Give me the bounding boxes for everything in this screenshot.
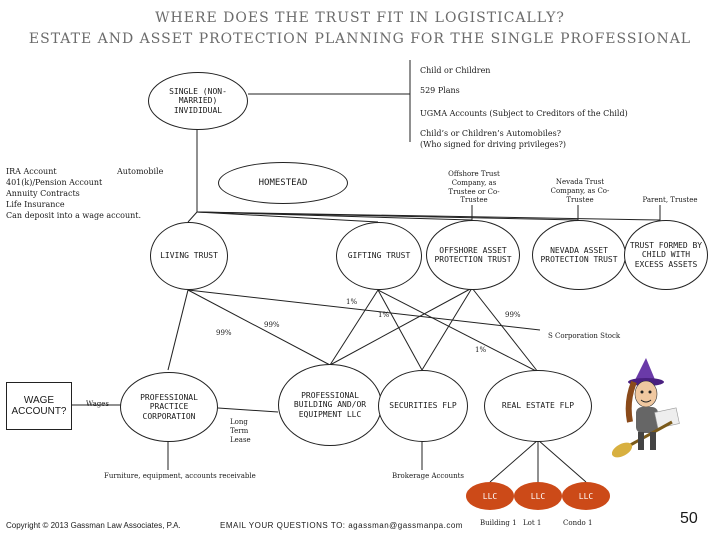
llc-circle-3: LLC xyxy=(562,482,610,510)
asset-401k: 401(k)/Pension Account xyxy=(6,178,103,187)
footer-email: EMAIL YOUR QUESTIONS TO: agassman@gassma… xyxy=(220,521,463,530)
pct-99-c: 99% xyxy=(216,329,232,337)
pct-1-c: 1% xyxy=(475,346,487,354)
llc-circle-1: LLC xyxy=(466,482,514,510)
asset-life-insurance: Life Insurance xyxy=(6,200,65,209)
nevada-trust-label: NEVADA ASSET PROTECTION TRUST xyxy=(540,245,618,264)
note-529-plans: 529 Plans xyxy=(420,86,460,95)
title-line-2: ESTATE AND ASSET PROTECTION PLANNING FOR… xyxy=(28,31,692,47)
llc-circle-3-label: LLC xyxy=(578,491,594,501)
line-re-llc3 xyxy=(537,439,587,483)
line-gifting-building xyxy=(329,289,379,366)
single-individual-label: SINGLE (NON-MARRIED) INVIDIDUAL xyxy=(169,87,227,115)
line-to-excess xyxy=(196,211,661,221)
asset-ira: IRA Account xyxy=(6,167,57,176)
line-offshore-securities xyxy=(421,287,473,371)
llc-circle-2-label: LLC xyxy=(530,491,546,501)
professional-building-llc-node: PROFESSIONAL BUILDING AND/OR EQUIPMENT L… xyxy=(278,364,382,446)
llc-circle-2: LLC xyxy=(514,482,562,510)
line-s-corp xyxy=(187,289,541,331)
pct-99-a: 99% xyxy=(505,311,521,319)
s-corp-stock-label: S Corporation Stock xyxy=(548,332,621,340)
wage-account-box: WAGE ACCOUNT? xyxy=(6,382,72,430)
furniture-label: Furniture, equipment, accounts receivabl… xyxy=(104,472,256,480)
asset-wage-deposit: Can deposit into a wage account. xyxy=(6,211,142,220)
witch-illustration xyxy=(612,358,680,458)
securities-flp-node: SECURITIES FLP xyxy=(378,370,468,442)
note-ugma: UGMA Accounts (Subject to Creditors of t… xyxy=(420,109,628,118)
living-trust-node: LIVING TRUST xyxy=(150,222,228,290)
llc-label-building: Building 1 xyxy=(480,519,517,527)
offshore-trust-node: OFFSHORE ASSET PROTECTION TRUST xyxy=(426,220,520,290)
note-parent-trustee: Parent, Trustee xyxy=(642,196,698,204)
llc-label-lot: Lot 1 xyxy=(523,519,542,527)
footer-copyright: Copyright © 2013 Gassman Law Associates,… xyxy=(6,521,181,530)
homestead-node: HOMESTEAD xyxy=(218,162,348,204)
line-to-living xyxy=(187,211,198,223)
llc-circle-1-label: LLC xyxy=(482,491,498,501)
asset-annuity: Annuity Contracts xyxy=(6,189,80,198)
note-child: Child or Children xyxy=(420,66,491,75)
offshore-trust-label: OFFSHORE ASSET PROTECTION TRUST xyxy=(434,245,512,264)
real-estate-flp-label: REAL ESTATE FLP xyxy=(501,401,575,411)
professional-building-llc-label: PROFESSIONAL BUILDING AND/OR EQUIPMENT L… xyxy=(293,391,367,419)
line-gifting-realestate xyxy=(377,289,539,373)
note-autos-subquestion: (Who signed for driving privileges?) xyxy=(420,140,566,149)
note-autos-question: Child’s or Children’s Automobiles? xyxy=(420,129,562,138)
pct-1-b: 1% xyxy=(378,311,390,319)
page-number: 50 xyxy=(680,510,698,527)
brokerage-label: Brokerage Accounts xyxy=(392,472,464,480)
homestead-label: HOMESTEAD xyxy=(258,177,308,188)
line-re-llc1 xyxy=(489,439,539,483)
nevada-trust-node: NEVADA ASSET PROTECTION TRUST xyxy=(532,220,626,290)
gifting-trust-node: GIFTING TRUST xyxy=(336,222,422,290)
single-individual-node: SINGLE (NON-MARRIED) INVIDIDUAL xyxy=(148,72,248,130)
professional-practice-corp-label: PROFESSIONAL PRACTICE CORPORATION xyxy=(140,393,198,421)
llc-label-condo: Condo 1 xyxy=(563,519,593,527)
living-trust-label: LIVING TRUST xyxy=(160,251,218,261)
wage-account-label: WAGE ACCOUNT? xyxy=(11,395,67,417)
line-to-gifting xyxy=(196,211,379,223)
excess-assets-trust-label: TRUST FORMED BY CHILD WITH EXCESS ASSETS xyxy=(629,241,703,269)
pct-99-b: 99% xyxy=(264,321,280,329)
asset-automobile: Automobile xyxy=(117,167,164,176)
professional-practice-corp-node: PROFESSIONAL PRACTICE CORPORATION xyxy=(120,372,218,442)
real-estate-flp-node: REAL ESTATE FLP xyxy=(484,370,592,442)
line-living-ppc xyxy=(167,289,189,371)
gifting-trust-label: GIFTING TRUST xyxy=(347,251,411,261)
note-offshore-trustee: Offshore Trust Company, as Trustee or Co… xyxy=(448,170,500,205)
title-line-1: WHERE DOES THE TRUST FIT IN LOGISTICALLY… xyxy=(155,10,565,26)
line-lease xyxy=(217,407,279,413)
long-term-lease-label: Long Term Lease xyxy=(230,418,251,444)
wages-label: Wages xyxy=(86,400,109,408)
excess-assets-trust-node: TRUST FORMED BY CHILD WITH EXCESS ASSETS xyxy=(624,220,708,290)
pct-1-a: 1% xyxy=(346,298,358,306)
securities-flp-label: SECURITIES FLP xyxy=(389,401,457,411)
note-nevada-trustee: Nevada Trust Company, as Co-Trustee xyxy=(550,178,610,204)
